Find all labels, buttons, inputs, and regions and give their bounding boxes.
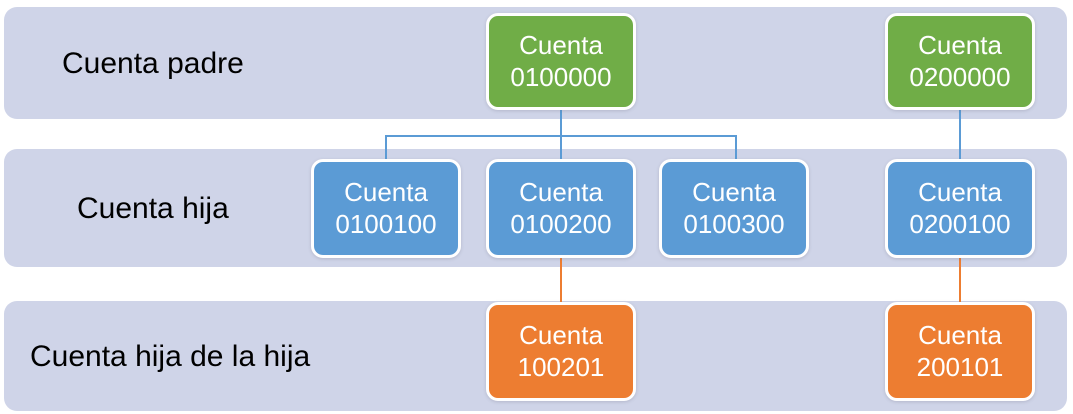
node-cuenta-0200100: Cuenta 0200100 bbox=[885, 159, 1035, 258]
node-title: Cuenta bbox=[519, 176, 603, 207]
node-code: 0200000 bbox=[909, 61, 1011, 92]
node-code: 0100100 bbox=[335, 208, 437, 239]
node-code: 200101 bbox=[916, 351, 1004, 382]
node-code: 100201 bbox=[517, 351, 605, 382]
node-title: Cuenta bbox=[918, 29, 1002, 60]
node-title: Cuenta bbox=[692, 176, 776, 207]
node-title: Cuenta bbox=[918, 319, 1002, 350]
node-title: Cuenta bbox=[918, 176, 1002, 207]
node-title: Cuenta bbox=[519, 29, 603, 60]
row-label-parent: Cuenta padre bbox=[62, 46, 244, 80]
node-cuenta-0100100: Cuenta 0100100 bbox=[311, 159, 461, 258]
node-cuenta-200101: Cuenta 200101 bbox=[885, 302, 1035, 401]
node-cuenta-0100300: Cuenta 0100300 bbox=[659, 159, 809, 258]
node-cuenta-0200000: Cuenta 0200000 bbox=[885, 13, 1035, 110]
node-code: 0200100 bbox=[909, 208, 1011, 239]
row-label-child: Cuenta hija bbox=[77, 191, 229, 225]
node-title: Cuenta bbox=[519, 319, 603, 350]
node-cuenta-0100200: Cuenta 0100200 bbox=[486, 159, 636, 258]
row-label-grandchild: Cuenta hija de la hija bbox=[30, 339, 311, 373]
node-code: 0100300 bbox=[683, 208, 785, 239]
node-cuenta-0100000: Cuenta 0100000 bbox=[486, 13, 636, 110]
node-title: Cuenta bbox=[344, 176, 428, 207]
node-cuenta-100201: Cuenta 100201 bbox=[486, 302, 636, 401]
node-code: 0100000 bbox=[510, 61, 612, 92]
node-code: 0100200 bbox=[510, 208, 612, 239]
